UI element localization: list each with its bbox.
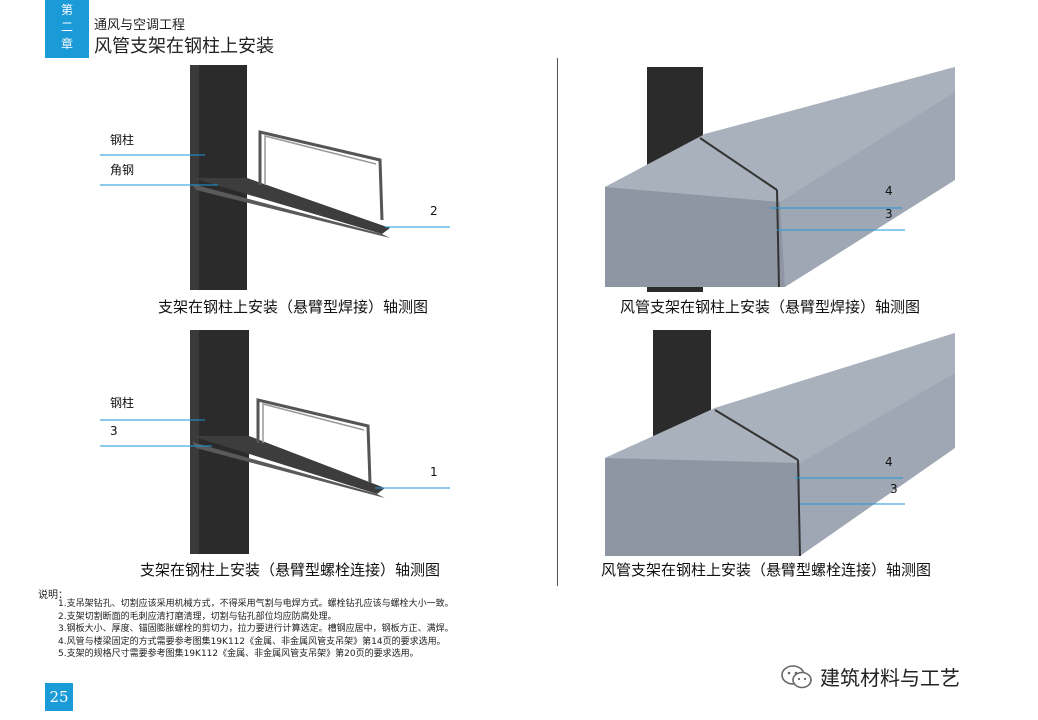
note-item: 2.支架切割断面的毛刺应清打磨清理，切割与钻孔部位均应防腐处理。 xyxy=(58,611,337,622)
duct-front xyxy=(605,458,800,556)
figure-caption: 风管支架在钢柱上安装（悬臂型螺栓连接）轴测图 xyxy=(601,561,932,579)
notes-title: 说明： xyxy=(38,590,68,601)
figure-caption: 风管支架在钢柱上安装（悬臂型焊接）轴测图 xyxy=(620,298,921,316)
angle-steel-arm xyxy=(192,436,385,494)
steel-column-side xyxy=(190,330,199,554)
watermark-text: 建筑材料与工艺 xyxy=(820,666,960,690)
note-item: 3.钢板大小、厚度、锚固膨胀螺栓的剪切力，拉力要进行计算选定。槽钢应居中，钢板方… xyxy=(58,624,454,634)
label-number: 4 xyxy=(885,184,893,198)
label-number: 3 xyxy=(110,424,118,438)
steel-column-side xyxy=(190,65,199,290)
label-number: 3 xyxy=(885,207,893,221)
section-subtitle: 通风与空调工程 xyxy=(94,18,186,33)
note-item: 4.风管与楼梁固定的方式需要参考图集19K112《金属、非金属风管支吊架》第14… xyxy=(58,636,446,647)
figure-duct-bolted: 4 3 xyxy=(605,330,955,556)
bracket-frame-inner xyxy=(262,403,365,443)
chapter-char: 第 xyxy=(60,3,73,17)
figure-bracket-welded: 钢柱 角钢 2 xyxy=(100,65,450,290)
label-number: 3 xyxy=(890,482,898,496)
duct-joint xyxy=(797,459,801,556)
steel-column xyxy=(197,65,247,290)
page-title: 风管支架在钢柱上安装 xyxy=(94,36,274,57)
label-angle: 角钢 xyxy=(110,163,134,177)
label-column: 钢柱 xyxy=(110,132,134,147)
bracket-frame xyxy=(258,130,384,221)
chapter-tab: 第 二 章 xyxy=(45,0,89,58)
angle-steel-edge xyxy=(192,184,390,238)
page-number: 25 xyxy=(45,683,73,711)
chapter-char: 二 xyxy=(60,20,73,34)
duct-joint xyxy=(776,189,780,288)
note-item: 1.支吊架钻孔、切割应该采用机械方式，不得采用气割与电焊方式。螺栓钻孔应该与螺栓… xyxy=(58,599,454,609)
figure-caption: 支架在钢柱上安装（悬臂型螺栓连接）轴测图 xyxy=(140,561,441,579)
duct-joint xyxy=(714,409,799,461)
wechat-icon xyxy=(781,664,812,688)
label-number: 2 xyxy=(430,204,438,218)
label-number: 4 xyxy=(885,455,893,469)
duct-front xyxy=(605,187,785,287)
angle-steel-edge xyxy=(192,442,385,498)
angle-steel-arm xyxy=(192,178,390,234)
watermark: 建筑材料与工艺 xyxy=(780,662,960,691)
duct-joint xyxy=(699,137,778,191)
bracket-frame-inner xyxy=(264,135,377,185)
figure-caption: 支架在钢柱上安装（悬臂型焊接）轴测图 xyxy=(158,298,429,316)
label-number: 1 xyxy=(430,465,438,479)
figure-bracket-bolted: 钢柱 3 1 xyxy=(100,330,450,554)
chapter-char: 章 xyxy=(60,37,73,51)
figure-duct-welded: 4 3 xyxy=(605,67,955,292)
note-item: 5.支架的规格尺寸需要参考图集19K112《金属、非金属风管支吊架》第20页的要… xyxy=(58,649,419,659)
label-column: 钢柱 xyxy=(110,395,134,410)
notes-list: 1.支吊架钻孔、切割应该采用机械方式，不得采用气割与电焊方式。螺栓钻孔应该与螺栓… xyxy=(58,598,454,661)
bracket-frame xyxy=(256,398,372,484)
vertical-divider xyxy=(557,58,558,586)
